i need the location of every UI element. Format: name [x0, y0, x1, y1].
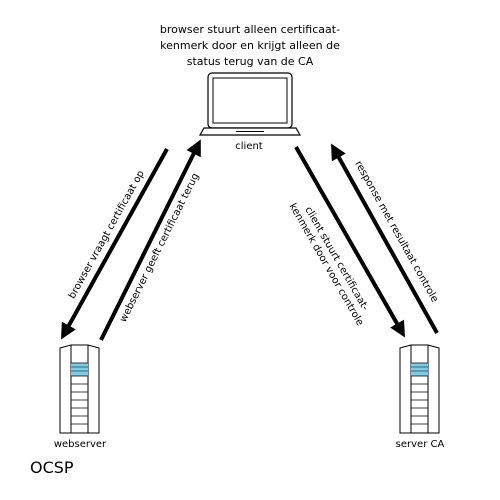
laptop-icon — [198, 72, 302, 136]
caption-line-1: browser stuurt alleen certificaat- — [159, 23, 341, 36]
caption-line-3: status terug van de CA — [186, 55, 314, 68]
label-certificate-request: browser vraagt certificaat op — [67, 169, 147, 301]
client-label: client — [235, 141, 263, 152]
label-check-response: response met resultaat controle — [352, 159, 440, 304]
arrow-certificate-request — [61, 148, 169, 340]
arrow-check-request — [294, 146, 405, 338]
label-check-request-line-2: kenmerk door voor controle — [287, 202, 366, 328]
arrow-certificate-return — [99, 139, 201, 341]
arrow-check-response — [331, 143, 439, 334]
caption-line-2: kenmerk door en krijgt alleen de — [160, 39, 340, 52]
webserver-label: webserver — [54, 439, 107, 450]
webserver-icon — [59, 344, 100, 434]
server-ca-icon — [399, 344, 440, 434]
server-ca-label: server CA — [396, 439, 445, 450]
caption: browser stuurt alleen certificaat- kenme… — [0, 22, 500, 70]
diagram-title: OCSP — [30, 458, 74, 477]
